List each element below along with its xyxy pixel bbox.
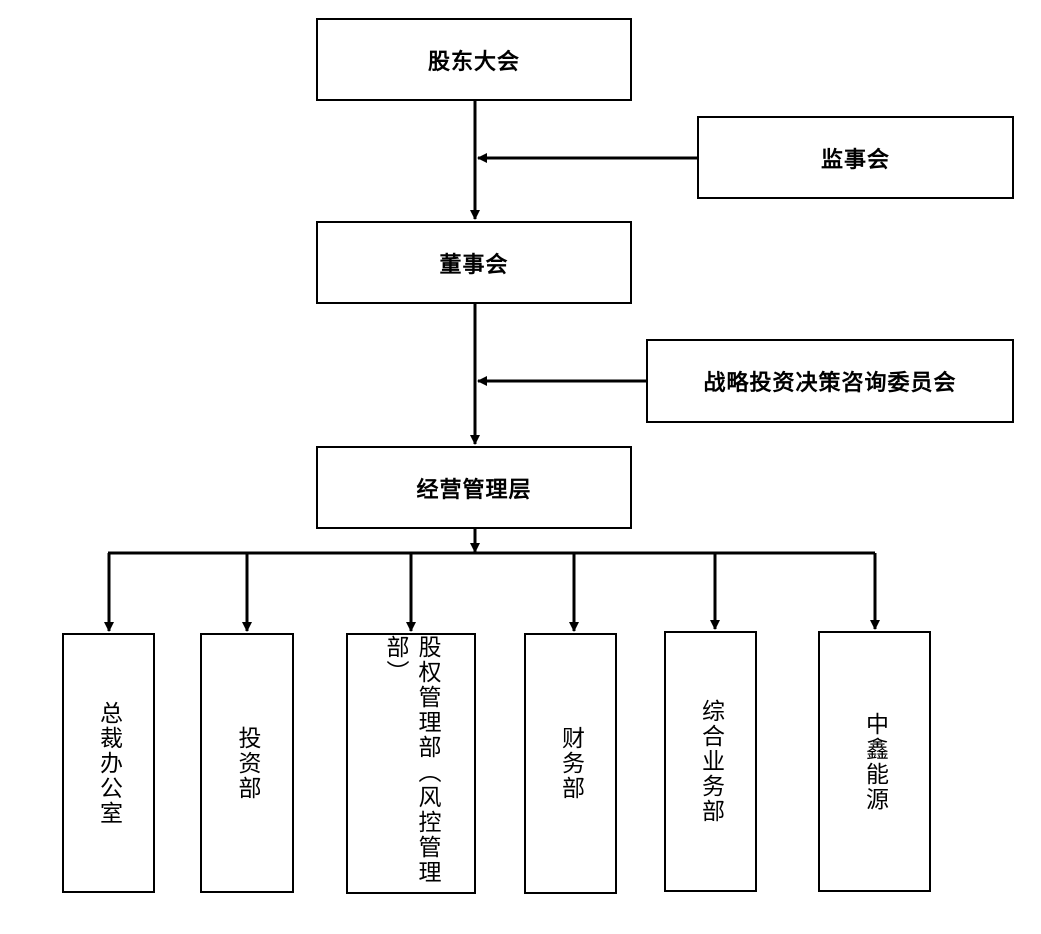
department-box-investment: 投资部 [200,633,294,893]
strategy-committee-box: 战略投资决策咨询委员会 [646,339,1014,423]
department-label: 总裁办公室 [95,700,122,826]
shareholders-meeting-box: 股东大会 [316,18,632,101]
department-box-general-business: 综合业务部 [664,631,757,892]
board-of-directors-label: 董事会 [439,252,509,278]
department-label: 投资部 [234,725,260,801]
department-label: 财务部 [557,726,584,801]
department-label: 股权管理部（风控管理部） [382,635,440,885]
department-label: 中鑫能源 [861,711,888,812]
board-of-directors-box: 董事会 [316,221,632,304]
department-label: 综合业务部 [697,699,724,824]
shareholders-meeting-label: 股东大会 [427,49,520,75]
department-box-finance: 财务部 [524,633,617,894]
management-label: 经营管理层 [416,477,532,503]
supervisory-board-box: 监事会 [697,116,1014,199]
department-box-equity-management: 股权管理部（风控管理部） [346,633,476,894]
management-box: 经营管理层 [316,446,632,529]
department-box-zhongxin-energy: 中鑫能源 [818,631,931,892]
supervisory-board-label: 监事会 [820,147,890,173]
strategy-committee-label: 战略投资决策咨询委员会 [703,371,957,396]
department-box-president-office: 总裁办公室 [62,633,155,893]
